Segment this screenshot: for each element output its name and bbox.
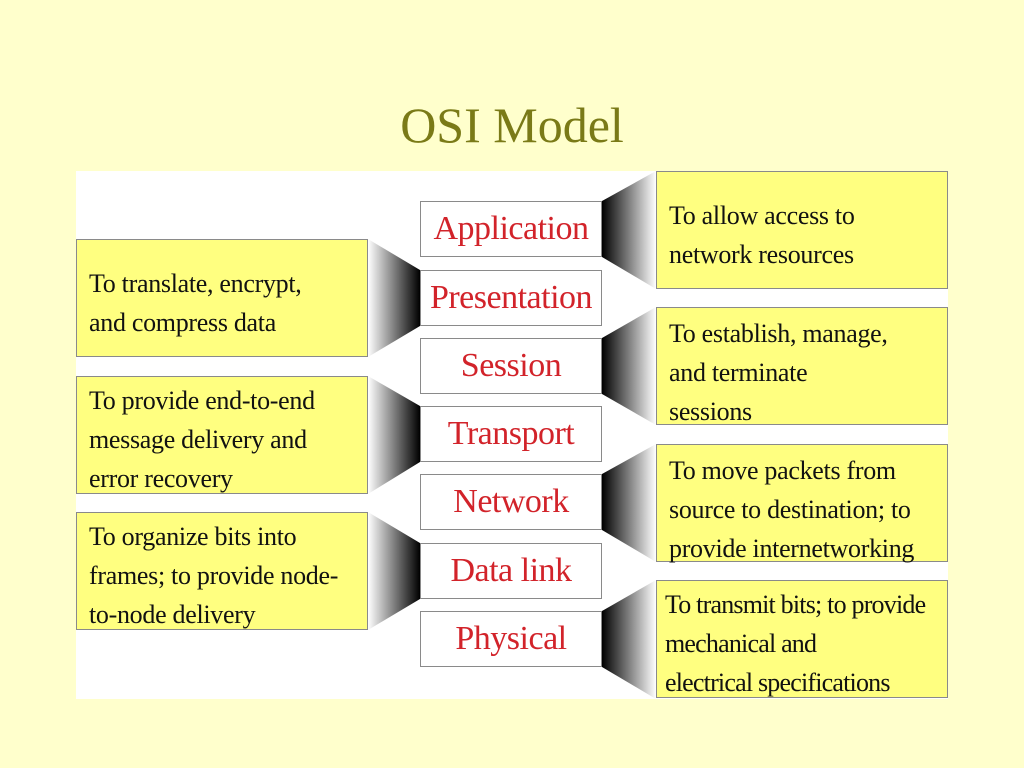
connector-data-link <box>368 512 420 630</box>
layer-data-link: Data link <box>420 543 602 599</box>
description-presentation: To translate, encrypt, and compress data <box>76 239 368 357</box>
description-data-link: To organize bits into frames; to provide… <box>76 512 368 630</box>
connector-network <box>602 444 656 562</box>
layer-physical: Physical <box>420 611 602 667</box>
layer-presentation: Presentation <box>420 270 602 326</box>
description-session: To establish, manage, and terminate sess… <box>656 307 948 426</box>
layer-network: Network <box>420 474 602 530</box>
description-network: To move packets from source to destinati… <box>656 444 948 563</box>
description-transport: To provide end-to-end message delivery a… <box>76 376 368 494</box>
description-physical: To transmit bits; to provide mechanical … <box>656 580 948 698</box>
page-title: OSI Model <box>400 97 624 153</box>
layer-transport: Transport <box>420 406 602 462</box>
layer-session: Session <box>420 338 602 394</box>
connector-physical <box>602 580 656 699</box>
connector-presentation <box>368 239 420 357</box>
connector-application <box>602 171 656 289</box>
layer-application: Application <box>420 201 602 257</box>
connector-transport <box>368 376 420 494</box>
connector-session <box>602 307 656 425</box>
description-application: To allow access to network resources <box>656 171 948 289</box>
